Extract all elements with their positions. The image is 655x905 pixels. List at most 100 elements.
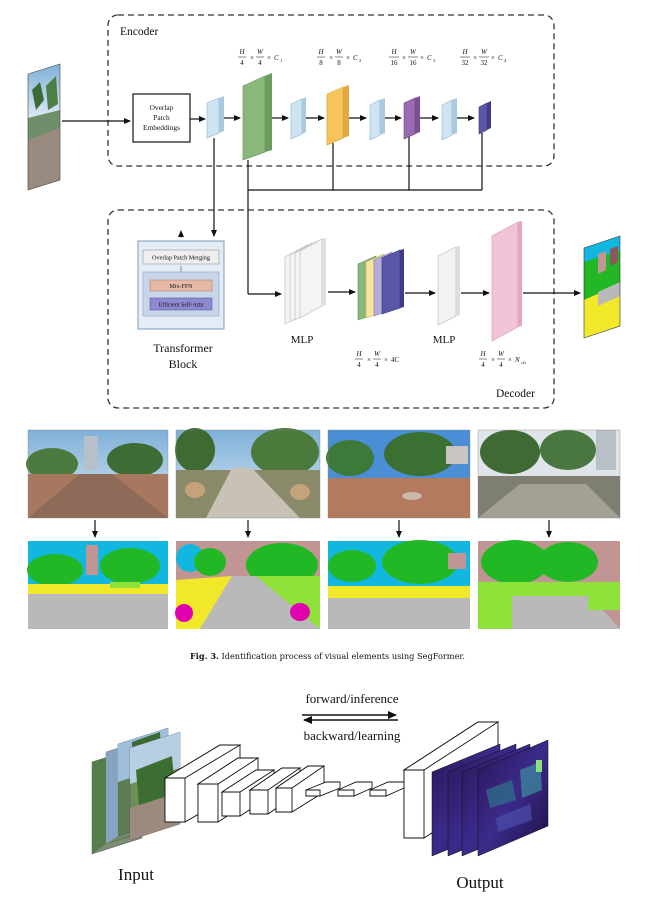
svg-text:W: W: [498, 350, 505, 358]
forward-label: forward/inference: [305, 691, 398, 706]
svg-text:×: ×: [473, 54, 477, 62]
figure-4-diagram: forward/inference backward/learning: [91, 691, 549, 892]
svg-text:×: ×: [346, 54, 350, 62]
mlp-stack-1: [284, 238, 326, 325]
feature-map-2: [326, 85, 349, 146]
svg-text:4: 4: [375, 361, 379, 369]
street-photo-1: [26, 429, 169, 519]
svg-text:2: 2: [359, 58, 361, 63]
street-photo-2: [175, 428, 321, 519]
encoder-transformer-block-1: [206, 96, 224, 139]
transformer-block-title-2: Block: [169, 357, 198, 371]
svg-text:8: 8: [319, 59, 323, 67]
svg-text:C: C: [353, 54, 358, 62]
stage-dim-2: H 8 × W 8 × C 2: [317, 48, 361, 67]
segmentation-map-4: [478, 540, 620, 629]
encoder-transformer-block-4: [441, 98, 457, 141]
svg-text:×: ×: [491, 54, 495, 62]
bottleneck-blocks: [305, 781, 405, 797]
svg-text:32: 32: [462, 59, 470, 67]
figure-3-diagram: Encoder Overlap Patch Embeddings: [26, 14, 621, 629]
svg-text:H: H: [317, 48, 324, 56]
patch-embed-line-2: Patch: [153, 113, 170, 122]
svg-text:×: ×: [329, 54, 333, 62]
overlap-patch-merging-box: [142, 249, 220, 265]
cnn-encoder-blocks: [163, 721, 500, 839]
svg-text:×: ×: [420, 54, 424, 62]
svg-text:H: H: [461, 48, 468, 56]
photo-to-seg-arrows: [92, 520, 552, 538]
svg-text:1: 1: [280, 58, 282, 63]
encoder-label: Encoder: [120, 26, 158, 38]
concat-dim: H 4 × W 4 × 4C: [355, 350, 400, 369]
svg-text:W: W: [410, 48, 417, 56]
svg-text:W: W: [374, 350, 381, 358]
svg-text:N: N: [514, 356, 520, 364]
feature-map-4: [478, 101, 491, 135]
output-logits-map: [491, 221, 522, 342]
svg-text:cls: cls: [521, 360, 526, 365]
svg-text:×: ×: [384, 356, 388, 364]
mix-ffn-box: [149, 279, 213, 292]
efficient-self-attn-box: [149, 297, 213, 311]
svg-text:×: ×: [508, 356, 512, 364]
output-label: Output: [456, 873, 504, 892]
svg-text:16: 16: [391, 59, 399, 67]
svg-text:8: 8: [337, 59, 341, 67]
segmentation-row: [27, 540, 620, 629]
street-photo-row: [26, 428, 621, 519]
mlp-label-2: MLP: [433, 334, 456, 346]
svg-text:C: C: [427, 54, 432, 62]
transformer-block-title-1: Transformer: [153, 341, 213, 355]
stage-dim-4: H 32 × W 32 × C 4: [460, 48, 507, 67]
skip-connections: [247, 133, 483, 297]
svg-text:×: ×: [402, 54, 406, 62]
stage-dim-1: H 4 × W 4 × C 1: [238, 48, 282, 67]
svg-text:4: 4: [258, 59, 262, 67]
transformer-block-detail: Overlap Patch Merging Mix-FFN Efficient …: [137, 230, 225, 371]
svg-text:W: W: [481, 48, 488, 56]
mix-ffn-label: Mix-FFN: [169, 284, 193, 290]
patch-embed-line-1: Overlap: [150, 103, 174, 112]
input-image-stack: [91, 727, 181, 855]
svg-text:C: C: [498, 54, 503, 62]
encoder-transformer-block-2: [290, 97, 306, 140]
caption-label: Fig. 3.: [189, 651, 219, 661]
stage-dims: H 4 × W 4 × C 1 H 8 × W 8 × C: [238, 48, 507, 67]
patch-embeddings-block: Overlap Patch Embeddings: [132, 93, 191, 143]
output-segmentation-map: [583, 235, 621, 339]
svg-text:W: W: [257, 48, 264, 56]
concat-feature-stack: [357, 249, 404, 321]
svg-text:W: W: [336, 48, 343, 56]
mlp-layer-2: [437, 246, 460, 326]
svg-text:C: C: [274, 54, 279, 62]
svg-text:H: H: [479, 350, 486, 358]
feature-map-1: [242, 73, 272, 161]
svg-text:×: ×: [491, 356, 495, 364]
input-label: Input: [118, 865, 154, 884]
decoder-box: [107, 209, 555, 409]
svg-text:4: 4: [357, 361, 361, 369]
svg-text:4C: 4C: [391, 356, 400, 364]
svg-text:16: 16: [410, 59, 418, 67]
encoder-transformer-block-3: [369, 98, 385, 141]
svg-text:H: H: [390, 48, 397, 56]
segmentation-map-3: [328, 540, 470, 629]
segmentation-map-2: [175, 541, 320, 629]
feature-map-3: [403, 96, 420, 140]
svg-text:3: 3: [433, 58, 436, 63]
decoder-label: Decoder: [496, 388, 535, 400]
figure-3-caption: Fig. 3. Identification process of visual…: [0, 651, 655, 661]
svg-text:H: H: [238, 48, 245, 56]
overlap-patch-merging-label: Overlap Patch Merging: [152, 255, 210, 262]
stage-dim-3: H 16 × W 16 × C 3: [389, 48, 436, 67]
svg-text:H: H: [355, 350, 362, 358]
caption-text: Identification process of visual element…: [221, 651, 466, 661]
street-photo-3: [326, 429, 471, 519]
patch-embed-line-3: Embeddings: [143, 123, 180, 132]
svg-text:×: ×: [367, 356, 371, 364]
svg-text:4: 4: [499, 361, 503, 369]
encoder-box: [107, 14, 555, 167]
svg-text:×: ×: [267, 54, 271, 62]
